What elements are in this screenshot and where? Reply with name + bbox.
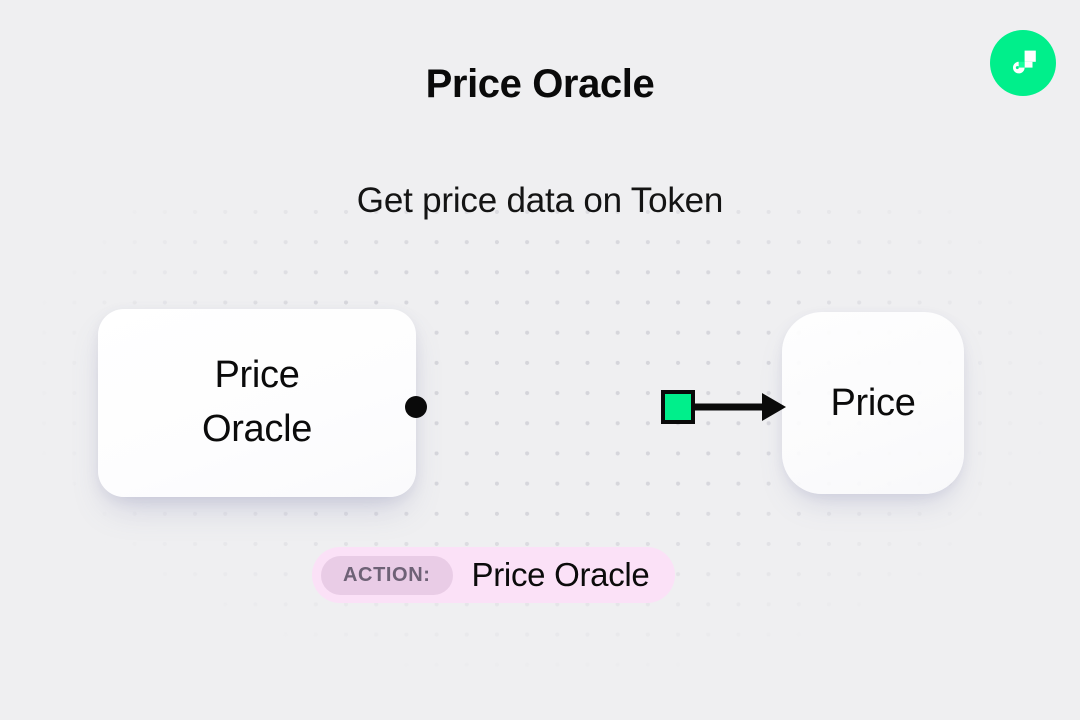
node-card-target[interactable]: Price xyxy=(782,312,964,494)
action-value: Price Oracle xyxy=(471,556,650,593)
edge-token-square[interactable] xyxy=(661,390,695,424)
flow-logo-icon xyxy=(990,30,1056,96)
node-source-label: Price Oracle xyxy=(201,354,313,450)
node-card-source[interactable]: Price Oracle xyxy=(98,309,416,497)
node-target-label: Price xyxy=(830,381,916,424)
action-bar[interactable]: ACTION: Price Oracle xyxy=(312,547,676,603)
page-subtitle: Get price data on Token xyxy=(356,181,724,220)
action-tag-label: ACTION: xyxy=(321,555,453,595)
page-title: Price Oracle xyxy=(425,62,655,106)
edge-connector xyxy=(405,393,786,421)
